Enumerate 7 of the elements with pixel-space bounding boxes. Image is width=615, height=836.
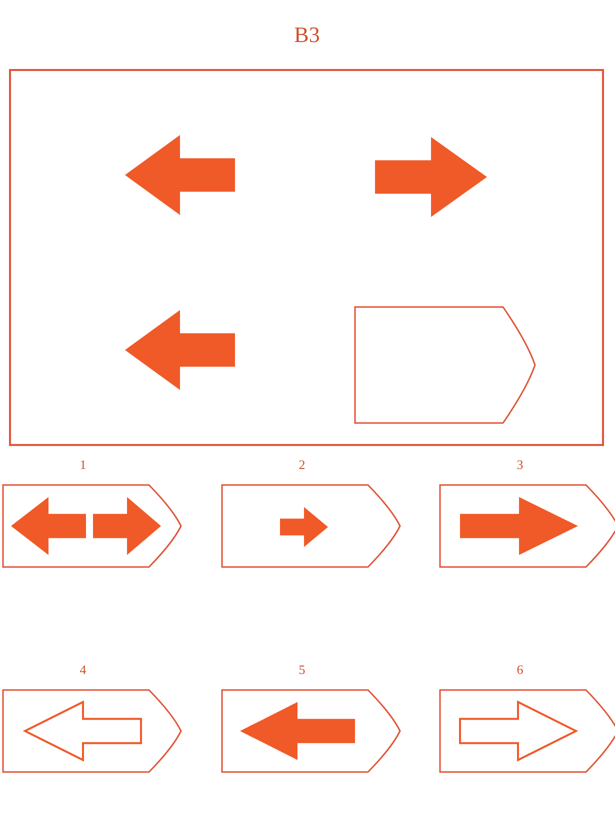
- option-number: 4: [78, 662, 88, 678]
- option-number: 6: [516, 662, 524, 678]
- option-number: 3: [516, 457, 524, 473]
- puzzle-title: B3: [293, 22, 321, 48]
- option-number: 5: [298, 662, 306, 678]
- option-number: 2: [298, 457, 306, 473]
- option-number: 1: [78, 457, 88, 473]
